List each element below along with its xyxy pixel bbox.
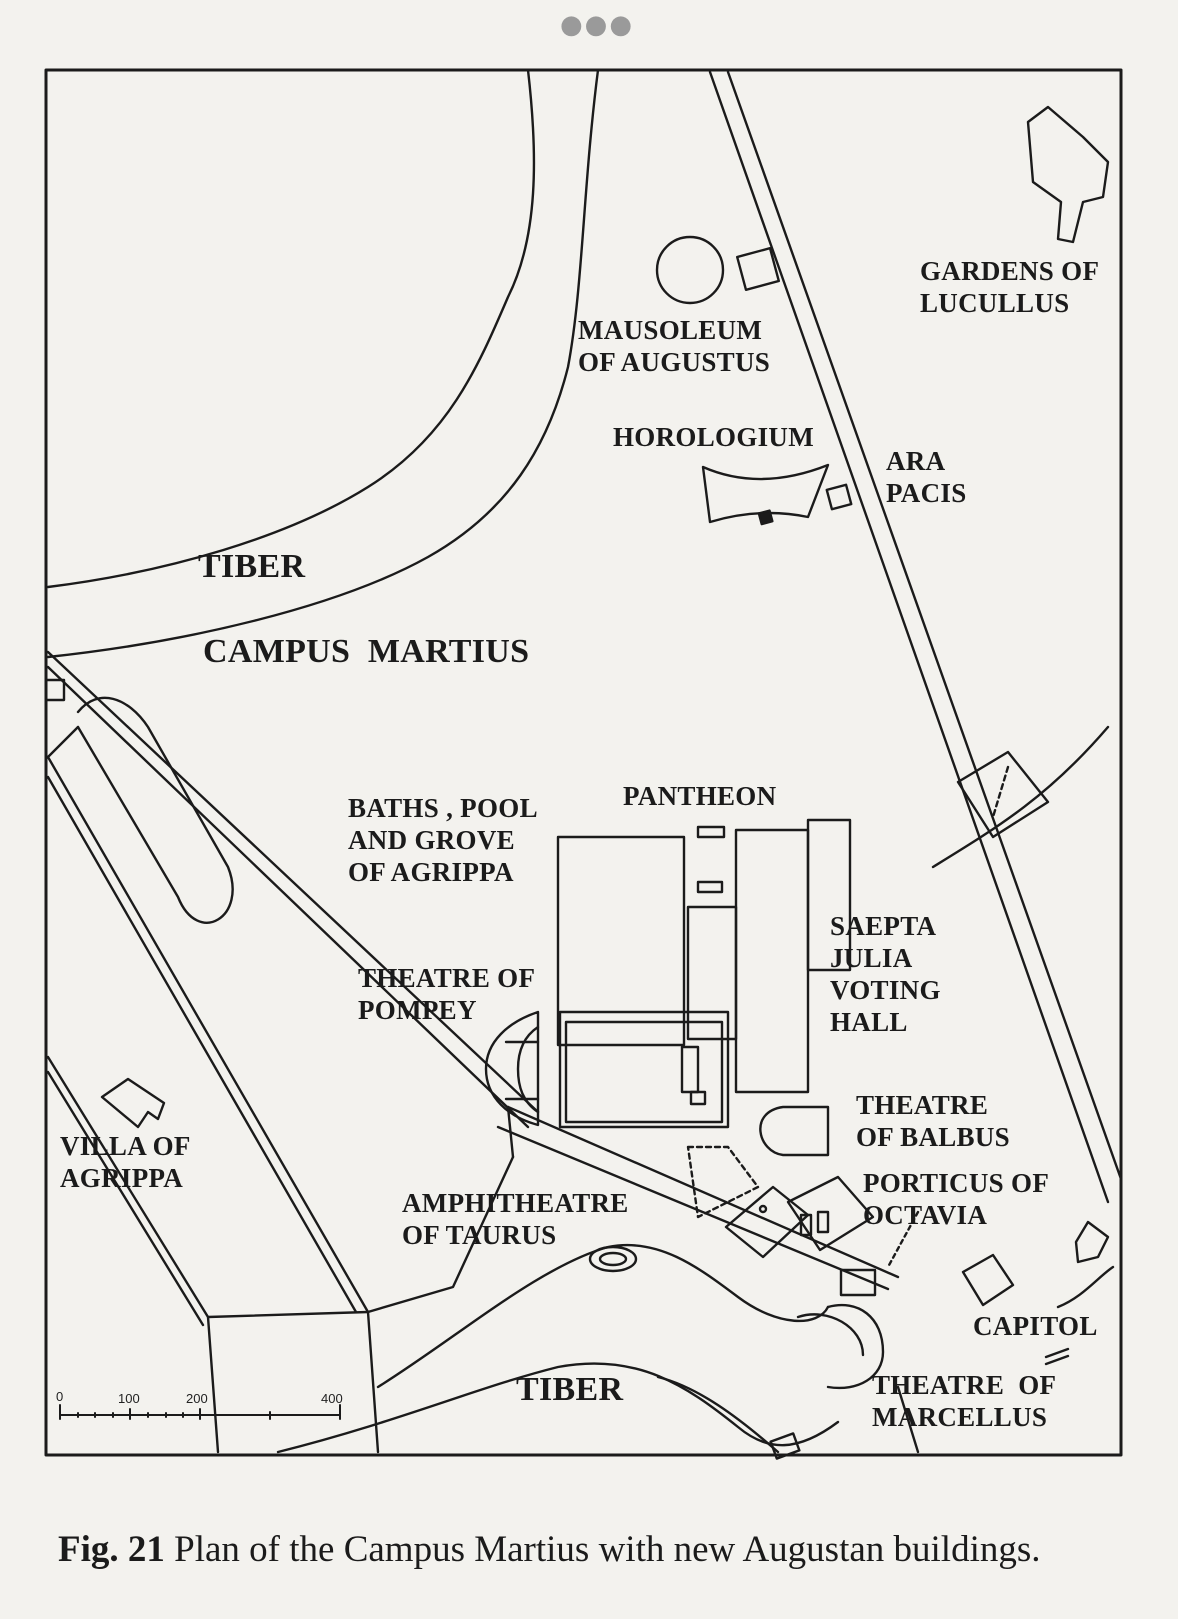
curia-pompey	[680, 1045, 700, 1094]
west-gate	[44, 678, 66, 702]
label-baths-pool-grove-of-agrippa: BATHS , POOL AND GROVE OF AGRIPPA	[348, 793, 538, 887]
saepta-julia	[734, 828, 810, 1094]
label-theatre-of-pompey: THEATRE OF POMPEY	[358, 963, 536, 1025]
porticus-of-pompey	[558, 1010, 730, 1129]
crypta-balbi-outline	[686, 1145, 760, 1219]
ara-pacis-altar	[825, 483, 853, 511]
west-road-b	[46, 665, 530, 1129]
theatre-of-pompey-cavea	[504, 1040, 540, 1101]
porticus-of-philippus	[786, 1175, 875, 1252]
via-flaminia-road	[708, 70, 1110, 1204]
amphitheatre-arena	[598, 1251, 628, 1267]
gardens-of-lucullus-building	[1026, 105, 1110, 244]
label-theatre-of-balbus: THEATRE OF BALBUS	[856, 1090, 1010, 1152]
porticus-temple-a	[799, 1213, 813, 1237]
pantheon-porch	[696, 825, 726, 839]
south-link	[206, 1105, 515, 1319]
theatre-of-balbus	[759, 1105, 830, 1157]
porticus-temple-b	[816, 1210, 830, 1234]
label-campus-martius: CAMPUS MARTIUS	[203, 633, 530, 670]
west-road-d	[46, 775, 358, 1314]
marcellus-road	[896, 1385, 920, 1454]
baths-of-agrippa	[556, 835, 686, 1047]
scale-tick-100: 100	[118, 1391, 140, 1406]
villa-of-agrippa	[100, 1077, 166, 1129]
label-tiber-north: TIBER	[198, 548, 306, 585]
theatre-of-marcellus	[826, 1304, 885, 1390]
south-road-a	[506, 1105, 900, 1279]
scale-tick-200: 200	[186, 1391, 208, 1406]
theatre-of-marcellus-inner	[796, 1313, 865, 1357]
south-building	[769, 1432, 801, 1460]
label-saepta-julia: SAEPTA JULIA VOTING HALL	[830, 911, 941, 1037]
map-border	[44, 68, 1123, 1457]
figure-caption-text: Plan of the Campus Martius with new Augu…	[164, 1529, 1041, 1570]
porticus-dashed-link	[886, 1210, 920, 1269]
label-porticus-of-octavia: PORTICUS OF OCTAVIA	[863, 1168, 1050, 1230]
label-tiber-south: TIBER	[516, 1371, 624, 1408]
via-flaminia-road-edge	[726, 70, 1123, 1181]
small-temple	[689, 1090, 707, 1106]
label-villa-of-agrippa: VILLA OF AGRIPPA	[60, 1131, 191, 1193]
capitol-arx	[1074, 1220, 1110, 1264]
figure-caption: Fig. 21 Plan of the Campus Martius with …	[58, 1528, 1041, 1571]
loop-connector	[46, 725, 80, 759]
porticus-of-pompey-inner	[564, 1020, 724, 1124]
scale-tick-400: 400	[321, 1391, 343, 1406]
south-road-b	[496, 1125, 890, 1291]
label-gardens-of-lucullus: GARDENS OF LUCULLUS	[920, 256, 1100, 318]
capitol-path	[1056, 1265, 1115, 1309]
obelisk-marker	[757, 509, 774, 526]
label-pantheon: PANTHEON	[623, 781, 777, 811]
horologium-sundial	[701, 463, 830, 524]
diribitorium	[686, 905, 738, 1041]
west-road-a	[46, 650, 540, 1114]
capitol-steps	[1044, 1347, 1070, 1366]
label-capitol: CAPITOL	[973, 1311, 1098, 1341]
pantheon-small-building	[696, 880, 724, 894]
tiber-island-edge	[656, 1375, 780, 1454]
label-ara-pacis: ARA PACIS	[886, 446, 967, 508]
map-figure: GARDENS OF LUCULLUS MAUSOLEUM OF AUGUSTU…	[38, 67, 1148, 1507]
tiber-river-bank-inner	[46, 68, 600, 659]
label-amphitheatre-of-taurus: AMPHITHEATRE OF TAURUS	[402, 1188, 629, 1250]
north-east-path	[931, 725, 1110, 869]
south-road-c	[366, 1155, 515, 1314]
tiber-river-bank-outer	[46, 68, 536, 589]
scale-tick-0: 0	[56, 1389, 64, 1404]
saepta-julia-annex	[806, 818, 852, 972]
campus-garden-loop	[76, 696, 234, 924]
porticus-temple-marker	[758, 1204, 768, 1214]
label-mausoleum-of-augustus: MAUSOLEUM OF AUGUSTUS	[578, 315, 771, 377]
label-theatre-of-marcellus: THEATRE OF MARCELLUS	[872, 1370, 1057, 1432]
flaminia-east-dashed-line	[991, 765, 1010, 819]
capitol-temple	[961, 1253, 1015, 1307]
tiber-lower-bank-north	[376, 1243, 830, 1389]
mausoleum-of-augustus	[655, 235, 725, 305]
figure-number: Fig. 21	[58, 1529, 165, 1570]
west-road-f	[46, 1070, 205, 1327]
label-horologium: HOROLOGIUM	[613, 422, 815, 452]
mausoleum-annex	[735, 246, 781, 292]
campus-martius-plan	[44, 68, 1123, 1460]
scale-bar	[59, 1404, 341, 1420]
more-options-icon[interactable]: ●●●	[560, 10, 635, 40]
flaminia-east-building	[956, 750, 1050, 839]
